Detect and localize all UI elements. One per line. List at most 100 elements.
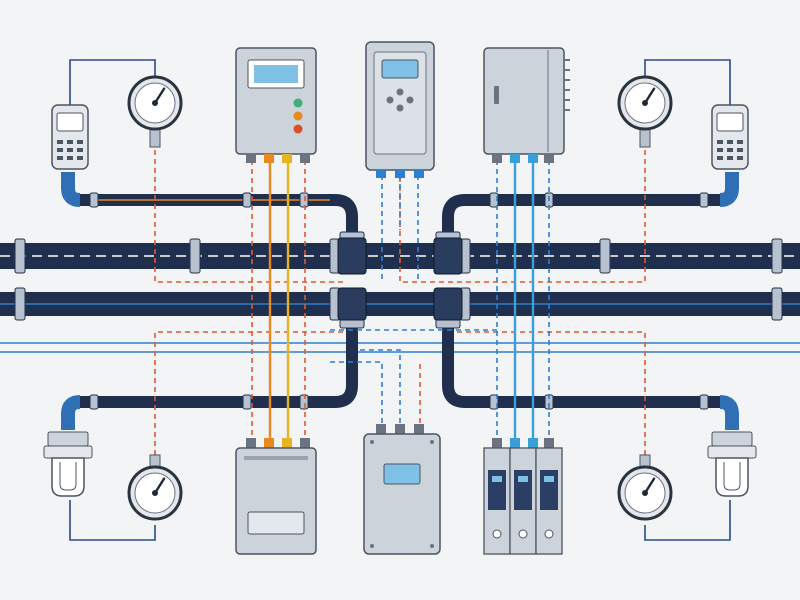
pipe-coupling xyxy=(189,238,201,274)
filter-head xyxy=(711,431,753,447)
box-bottom-center[interactable] xyxy=(363,424,441,555)
meter-keypad-icon xyxy=(57,140,83,160)
vfd-dpad-icon xyxy=(386,88,414,112)
control-box-label-plate xyxy=(247,511,305,535)
enclosure-handle-icon xyxy=(494,86,499,104)
gauge-hub xyxy=(152,490,158,496)
pipe-coupling xyxy=(299,394,309,410)
tee-fittings xyxy=(337,237,463,321)
filter-head xyxy=(47,431,89,447)
cable-gland xyxy=(246,154,256,163)
cable-gland xyxy=(510,438,520,448)
screw-icon xyxy=(370,544,374,548)
wire-gauge-bottom-right xyxy=(455,331,646,455)
filter-cap xyxy=(707,445,757,459)
cable-gland xyxy=(510,154,520,163)
pipe-coupling xyxy=(699,394,709,410)
meter-keypad-icon xyxy=(717,140,743,160)
pipe-coupling xyxy=(14,287,26,321)
terminal-box-window xyxy=(383,463,421,485)
enclosure-top-right[interactable] xyxy=(483,47,570,163)
wire-filter-gauge-bottom-right xyxy=(644,500,731,541)
breaker-module xyxy=(509,447,537,555)
tee-fitting xyxy=(433,237,463,275)
branch-pipe-bottom-left xyxy=(80,316,365,410)
signal-wiring xyxy=(69,59,731,541)
wire-meter-gauge-top-right xyxy=(644,59,731,105)
cable-gland xyxy=(246,438,256,448)
main-pipe-lower xyxy=(0,287,800,321)
controller-top-left[interactable] xyxy=(235,47,317,163)
wire-box-blue-1 xyxy=(360,349,401,432)
elbow-fitting-bottom-right xyxy=(719,395,739,430)
pipe-coupling xyxy=(14,238,26,274)
breaker-indicator-icon xyxy=(544,476,554,482)
gauge-top-right[interactable] xyxy=(617,75,673,148)
pipe-coupling xyxy=(242,394,252,410)
control-box-rail xyxy=(244,456,308,460)
gauge-bottom-left[interactable] xyxy=(127,454,183,521)
cable-gland xyxy=(300,438,310,448)
status-led-orange-icon xyxy=(293,111,303,121)
vfd-screen xyxy=(381,59,419,79)
transmitter-top-left[interactable] xyxy=(51,104,89,170)
elbow-fittings xyxy=(61,172,739,430)
cable-gland xyxy=(376,424,386,434)
cable-gland xyxy=(492,154,502,163)
pipe-body xyxy=(442,194,720,243)
screw-icon xyxy=(430,440,434,444)
gauge-hub xyxy=(152,100,158,106)
cable-gland xyxy=(544,438,554,448)
gauge-bottom-right[interactable] xyxy=(617,454,673,521)
transmitter-top-right[interactable] xyxy=(711,104,749,170)
breaker-module xyxy=(535,447,563,555)
cable-gland xyxy=(300,154,310,163)
terminal-screw-icon xyxy=(518,529,528,539)
control-box-body xyxy=(235,447,317,555)
cable-gland xyxy=(395,424,405,434)
signal-bus-lines xyxy=(0,342,800,353)
cable-gland xyxy=(414,170,424,178)
branch-pipe-top-left xyxy=(80,192,365,243)
breaker-module xyxy=(483,447,511,555)
pipe-coupling xyxy=(489,394,499,410)
pipe-coupling xyxy=(699,192,709,208)
controller-screen xyxy=(254,65,298,83)
vfd-top-center[interactable] xyxy=(365,41,435,178)
pipe-coupling xyxy=(771,287,783,321)
tee-fitting xyxy=(337,287,367,321)
elbow-fitting-top-right xyxy=(719,172,739,207)
pipe-coupling xyxy=(771,238,783,274)
breaker-indicator-icon xyxy=(518,476,528,482)
wire-meter-gauge-top-left xyxy=(69,59,156,105)
cable-gland xyxy=(376,170,386,178)
breakers-bottom-right[interactable] xyxy=(483,438,563,555)
gauge-top-left[interactable] xyxy=(127,75,183,148)
filter-cartridge-icon xyxy=(59,462,77,491)
filter-cartridge-icon xyxy=(723,462,741,491)
filter-bottom-left[interactable] xyxy=(43,431,93,497)
status-led-green-icon xyxy=(293,98,303,108)
terminal-screw-icon xyxy=(544,529,554,539)
cable-gland xyxy=(395,170,405,178)
screw-icon xyxy=(370,440,374,444)
elbow-fitting-bottom-left xyxy=(61,395,81,430)
cable-gland xyxy=(264,154,274,163)
cable-gland xyxy=(528,154,538,163)
elbow-fitting-top-left xyxy=(61,172,81,207)
gauge-hub xyxy=(642,490,648,496)
pipe-coupling xyxy=(599,238,611,274)
pipe-coupling xyxy=(489,192,499,208)
tee-fitting xyxy=(433,287,463,321)
branch-pipe-top-right xyxy=(435,192,720,243)
panel-bottom-left[interactable] xyxy=(235,438,317,555)
pipe-coupling xyxy=(242,192,252,208)
screw-icon xyxy=(430,544,434,548)
cable-gland xyxy=(414,424,424,434)
cable-gland xyxy=(544,154,554,163)
pipe-coupling xyxy=(299,192,309,208)
meter-screen xyxy=(716,112,744,132)
filter-bottom-right[interactable] xyxy=(707,431,757,497)
